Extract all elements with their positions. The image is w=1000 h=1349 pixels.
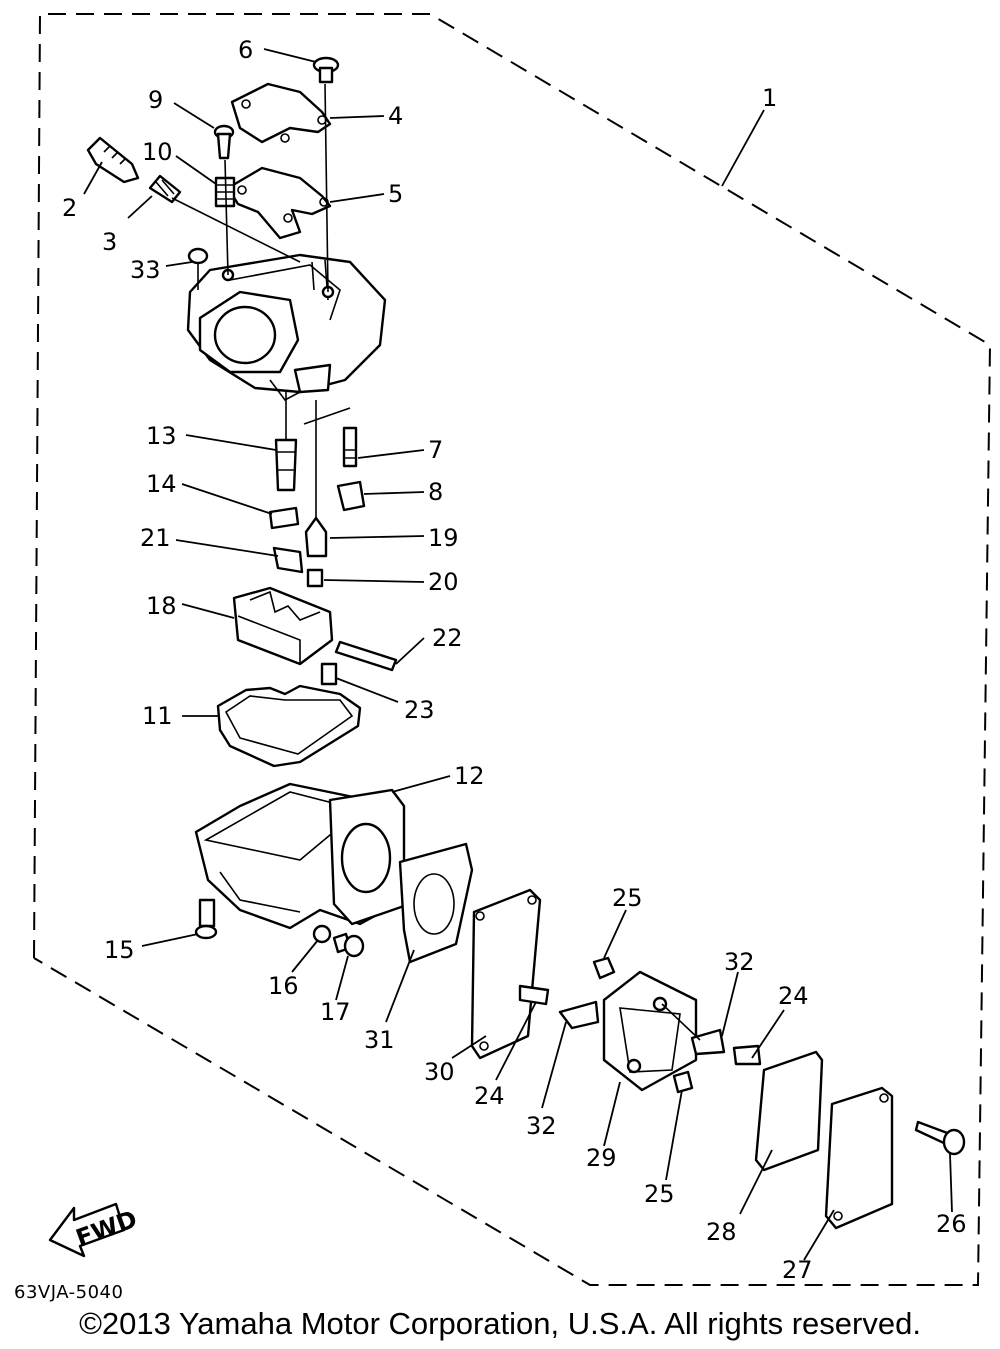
diaphragm-part [754,1050,824,1172]
label-25b: 25 [644,1180,675,1208]
diagram-code: 63VJA-5040 [14,1282,124,1303]
label-15: 15 [104,936,135,964]
pump-cover-part [824,1086,894,1230]
hose-fitting-part-2 [732,1044,762,1066]
needle-valve-part [304,516,328,558]
label-32a: 32 [526,1112,557,1140]
label-8: 8 [428,478,443,506]
pump-gasket-part [470,888,542,1060]
label-13: 13 [146,422,177,450]
dashed-link [303,400,351,518]
pilot-jet-part [342,426,358,468]
label-24b: 24 [778,982,809,1010]
label-11: 11 [142,702,173,730]
label-31: 31 [364,1026,395,1054]
nut-part-2 [672,1070,694,1094]
valve-part-2 [690,1028,726,1056]
label-9: 9 [148,86,163,114]
screw-26-part [914,1120,966,1156]
spring-part [148,174,301,263]
valve-part [558,1000,600,1030]
float-chamber-gasket-part [216,684,362,768]
carburetor-body-part [186,253,387,402]
hose-fitting-part [518,984,550,1006]
fuel-pump-body-part [602,970,698,1092]
float-part [232,586,334,666]
drain-screw-part [194,898,218,940]
part-number-labels: 1 2 3 4 5 6 7 8 9 10 11 12 13 14 15 16 1… [62,36,967,1284]
label-7: 7 [428,436,443,464]
intake-gasket-part [398,842,474,964]
plug-part [336,480,366,512]
label-27: 27 [782,1256,813,1284]
label-32b: 32 [724,948,755,976]
pilot-screw-part [86,136,140,184]
gasket-plate-part [226,166,332,240]
label-33: 33 [130,256,161,284]
label-5: 5 [388,180,403,208]
washer-part [312,924,332,944]
fwd-arrow-icon: FWD [48,1202,141,1258]
label-19: 19 [428,524,459,552]
screw-part [312,56,340,84]
label-4: 4 [388,102,403,130]
label-14: 14 [146,470,177,498]
leader-lines [83,48,953,1261]
label-10: 10 [142,138,173,166]
label-12: 12 [454,762,485,790]
cover-plate-part [230,82,332,144]
main-jet-part [268,506,300,530]
label-25a: 25 [612,884,643,912]
float-pin-part [334,640,398,672]
label-18: 18 [146,592,177,620]
clip-21-part [272,546,304,574]
throttle-screw-part [213,124,235,160]
label-23: 23 [404,696,435,724]
label-17: 17 [320,998,351,1026]
float-chamber-part [194,782,406,930]
screw-33-part [187,247,209,290]
screw-20-part [306,568,324,588]
label-28: 28 [706,1218,737,1246]
label-2: 2 [62,194,77,222]
copyright-notice: ©2013 Yamaha Motor Corporation, U.S.A. A… [79,1306,921,1341]
label-26: 26 [936,1210,967,1238]
label-16: 16 [268,972,299,1000]
label-29: 29 [586,1144,617,1172]
label-20: 20 [428,568,459,596]
screw-17-part [332,932,365,958]
label-30: 30 [424,1058,455,1086]
label-1: 1 [762,84,777,112]
label-3: 3 [102,228,117,256]
assembly-boundary-dashed [33,13,992,1286]
nut-part [592,956,616,980]
label-21: 21 [140,524,171,552]
label-24a: 24 [474,1082,505,1110]
label-22: 22 [432,624,463,652]
main-nozzle-part [274,438,298,492]
screw-23-part [320,662,338,686]
label-6: 6 [238,36,253,64]
throttle-spring-part [214,176,236,208]
